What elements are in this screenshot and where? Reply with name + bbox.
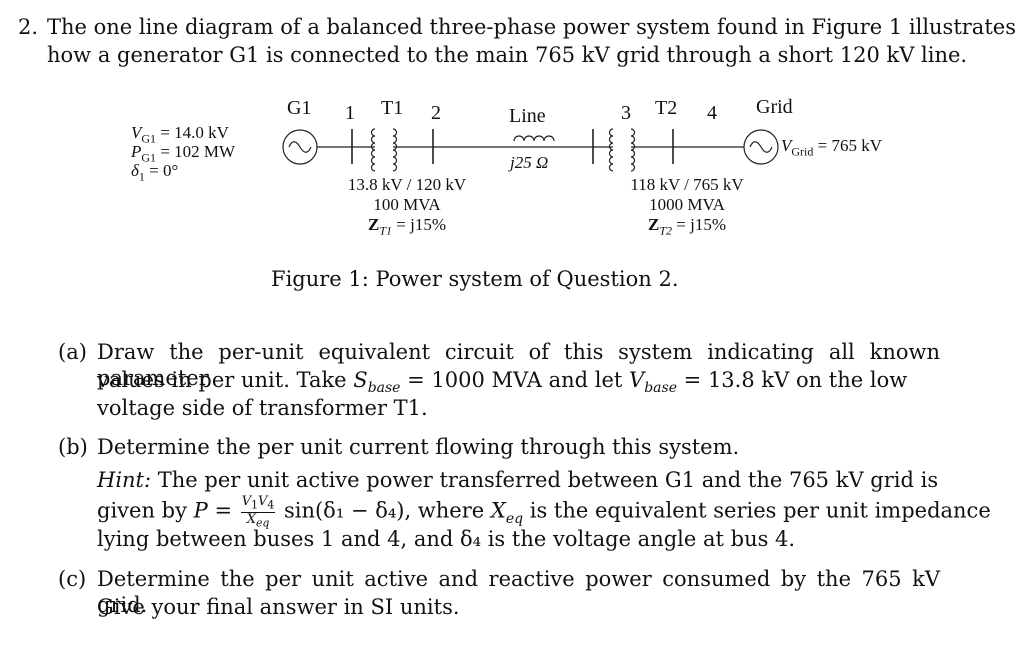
generator-g1-sine-icon — [288, 141, 312, 153]
part-b-line1: Determine the per unit current flowing t… — [97, 435, 740, 459]
label-g1: G1 — [287, 97, 312, 119]
label-bus-3: 3 — [621, 102, 631, 124]
t1-impedance: ZT1 = j15% — [367, 215, 446, 238]
grid-source-symbol — [743, 129, 779, 165]
transformer-t2-secondary-coil — [630, 128, 636, 172]
t2-mva-rating: 1000 MVA — [649, 195, 725, 214]
figure-caption: Figure 1: Power system of Question 2. — [271, 267, 679, 291]
param-vg1: VG1 = 14.0 kV — [131, 123, 229, 146]
label-bus-2: 2 — [431, 102, 441, 124]
part-a-line3: voltage side of transformer T1. — [97, 396, 428, 420]
transformer-t2-primary-coil — [608, 128, 614, 172]
label-grid: Grid — [756, 96, 793, 118]
part-c-line1: Determine the per unit active and reacti… — [97, 567, 940, 617]
transformer-t1-primary-coil — [370, 128, 376, 172]
part-a-line1: Draw the per-unit equivalent circuit of … — [97, 340, 940, 390]
label-line: Line — [509, 105, 546, 127]
label-t2: T2 — [655, 97, 678, 119]
transformer-t1-secondary-coil — [392, 128, 398, 172]
grid-sine-icon — [749, 141, 773, 153]
question-number: 2. — [18, 15, 39, 39]
t2-voltage-rating: 118 kV / 765 kV — [630, 175, 744, 194]
param-delta1: δ1 = 0° — [131, 161, 179, 184]
part-c-label: (c) — [58, 567, 87, 591]
part-b-label: (b) — [58, 435, 88, 459]
question-intro-line2: how a generator G1 is connected to the m… — [47, 43, 968, 67]
part-b-hint-line: Hint: The per unit active power transfer… — [97, 468, 939, 492]
t2-impedance: ZT2 = j15% — [647, 215, 726, 238]
part-a-label: (a) — [58, 340, 87, 364]
line-impedance: j25 Ω — [510, 153, 549, 172]
param-vgrid: VGrid = 765 kV — [781, 136, 883, 159]
label-bus-4: 4 — [707, 102, 717, 124]
part-b-line4: lying between buses 1 and 4, and δ₄ is t… — [97, 527, 796, 551]
part-a-line2: values in per unit. Take Sbase = 1000 MV… — [97, 368, 908, 397]
question-intro-line1: The one line diagram of a balanced three… — [47, 15, 1016, 39]
t1-mva-rating: 100 MVA — [373, 195, 441, 214]
label-bus-1: 1 — [345, 102, 355, 124]
part-c-line2: Give your final answer in SI units. — [97, 595, 460, 619]
label-t1: T1 — [381, 97, 404, 119]
t1-voltage-rating: 13.8 kV / 120 kV — [347, 175, 467, 194]
param-pg1: PG1 = 102 MW — [131, 142, 236, 165]
line-inductor-symbol — [513, 135, 555, 142]
